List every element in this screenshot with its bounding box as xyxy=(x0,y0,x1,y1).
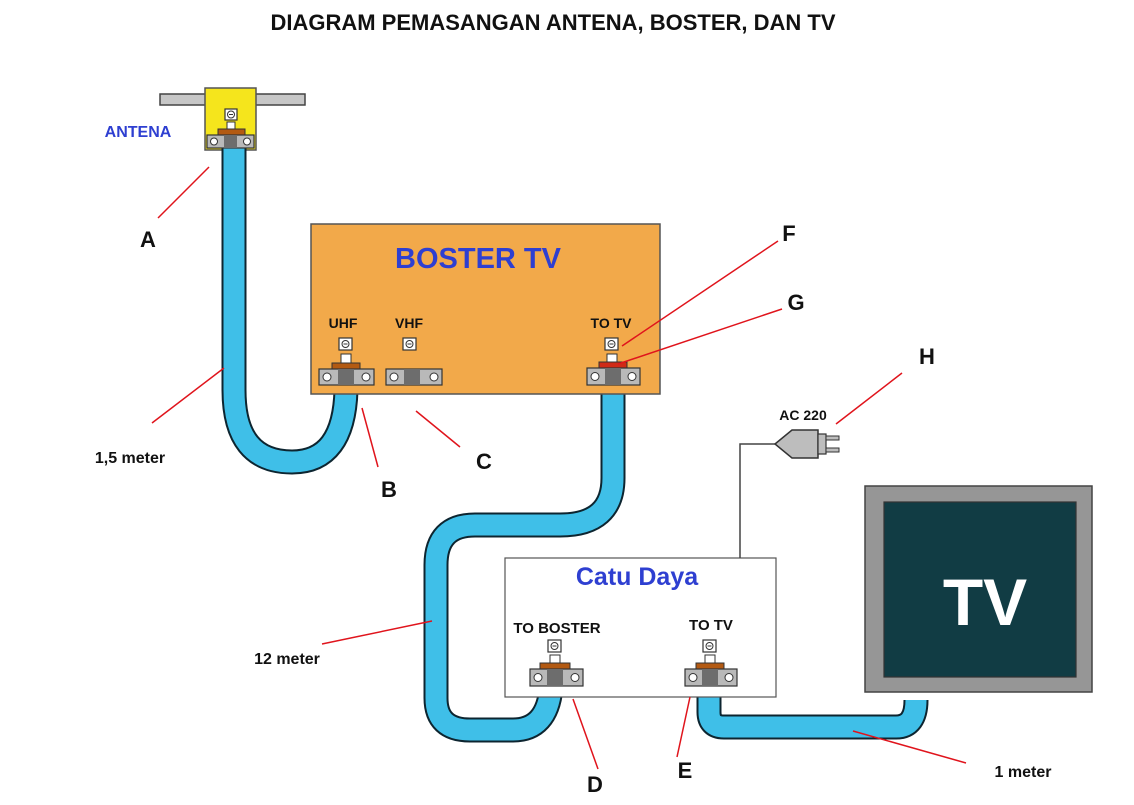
callout-b: B xyxy=(381,477,397,502)
tv-screen xyxy=(883,501,1077,678)
leader-cable-1-5m xyxy=(151,367,225,424)
supply-port-to-tv-label: TO TV xyxy=(689,617,733,634)
power-cord xyxy=(739,443,775,558)
cable-antenna-booster xyxy=(223,148,357,473)
plug-label: AC 220 xyxy=(779,407,827,423)
uhf-connector xyxy=(318,337,375,386)
leader-d xyxy=(572,698,599,770)
television xyxy=(864,485,1093,693)
cables xyxy=(221,148,929,743)
booster-title: BOSTER TV xyxy=(395,243,562,275)
leader-a xyxy=(157,166,210,219)
callout-c: C xyxy=(476,449,492,474)
tv-label: TV xyxy=(943,565,1027,639)
callout-h: H xyxy=(919,344,935,369)
vhf-connector xyxy=(385,337,443,386)
supply-port-to-booster-label: TO BOSTER xyxy=(513,620,600,637)
antenna-rod-right xyxy=(254,93,306,106)
leader-f xyxy=(621,240,779,347)
leader-cable-12m xyxy=(321,620,433,645)
leader-g xyxy=(617,308,783,365)
callout-d: D xyxy=(587,772,603,797)
antenna-connector xyxy=(206,108,255,149)
ac-plug xyxy=(773,429,840,459)
callout-a: A xyxy=(140,227,156,252)
callout-e: E xyxy=(678,758,693,783)
antenna-label: ANTENA xyxy=(105,124,172,141)
booster-to-tv-connector xyxy=(586,337,641,386)
cable-length-1m: 1 meter xyxy=(995,764,1052,781)
booster-port-uhf-label: UHF xyxy=(329,315,358,331)
leader-c xyxy=(415,410,461,448)
antenna-rod-left xyxy=(159,93,209,106)
booster-port-to-tv-label: TO TV xyxy=(591,315,633,331)
booster-port-vhf-label: VHF xyxy=(395,315,423,331)
supply-to-tv-connector xyxy=(684,639,738,687)
leader-cable-1m xyxy=(852,730,967,764)
leader-e xyxy=(676,696,691,758)
leader-h xyxy=(835,372,903,425)
cable-length-12m: 12 meter xyxy=(254,651,320,668)
cable-booster-supply xyxy=(425,383,624,741)
power-supply-title: Catu Daya xyxy=(576,563,699,591)
callout-leaders xyxy=(151,166,967,770)
diagram-title: DIAGRAM PEMASANGAN ANTENA, BOSTER, DAN T… xyxy=(270,10,835,35)
leader-b xyxy=(361,407,379,468)
callout-g: G xyxy=(787,290,804,315)
cable-length-1-5m: 1,5 meter xyxy=(95,450,165,467)
callout-f: F xyxy=(782,221,795,246)
supply-to-booster-connector xyxy=(529,639,584,687)
cable-supply-tv xyxy=(698,688,927,738)
